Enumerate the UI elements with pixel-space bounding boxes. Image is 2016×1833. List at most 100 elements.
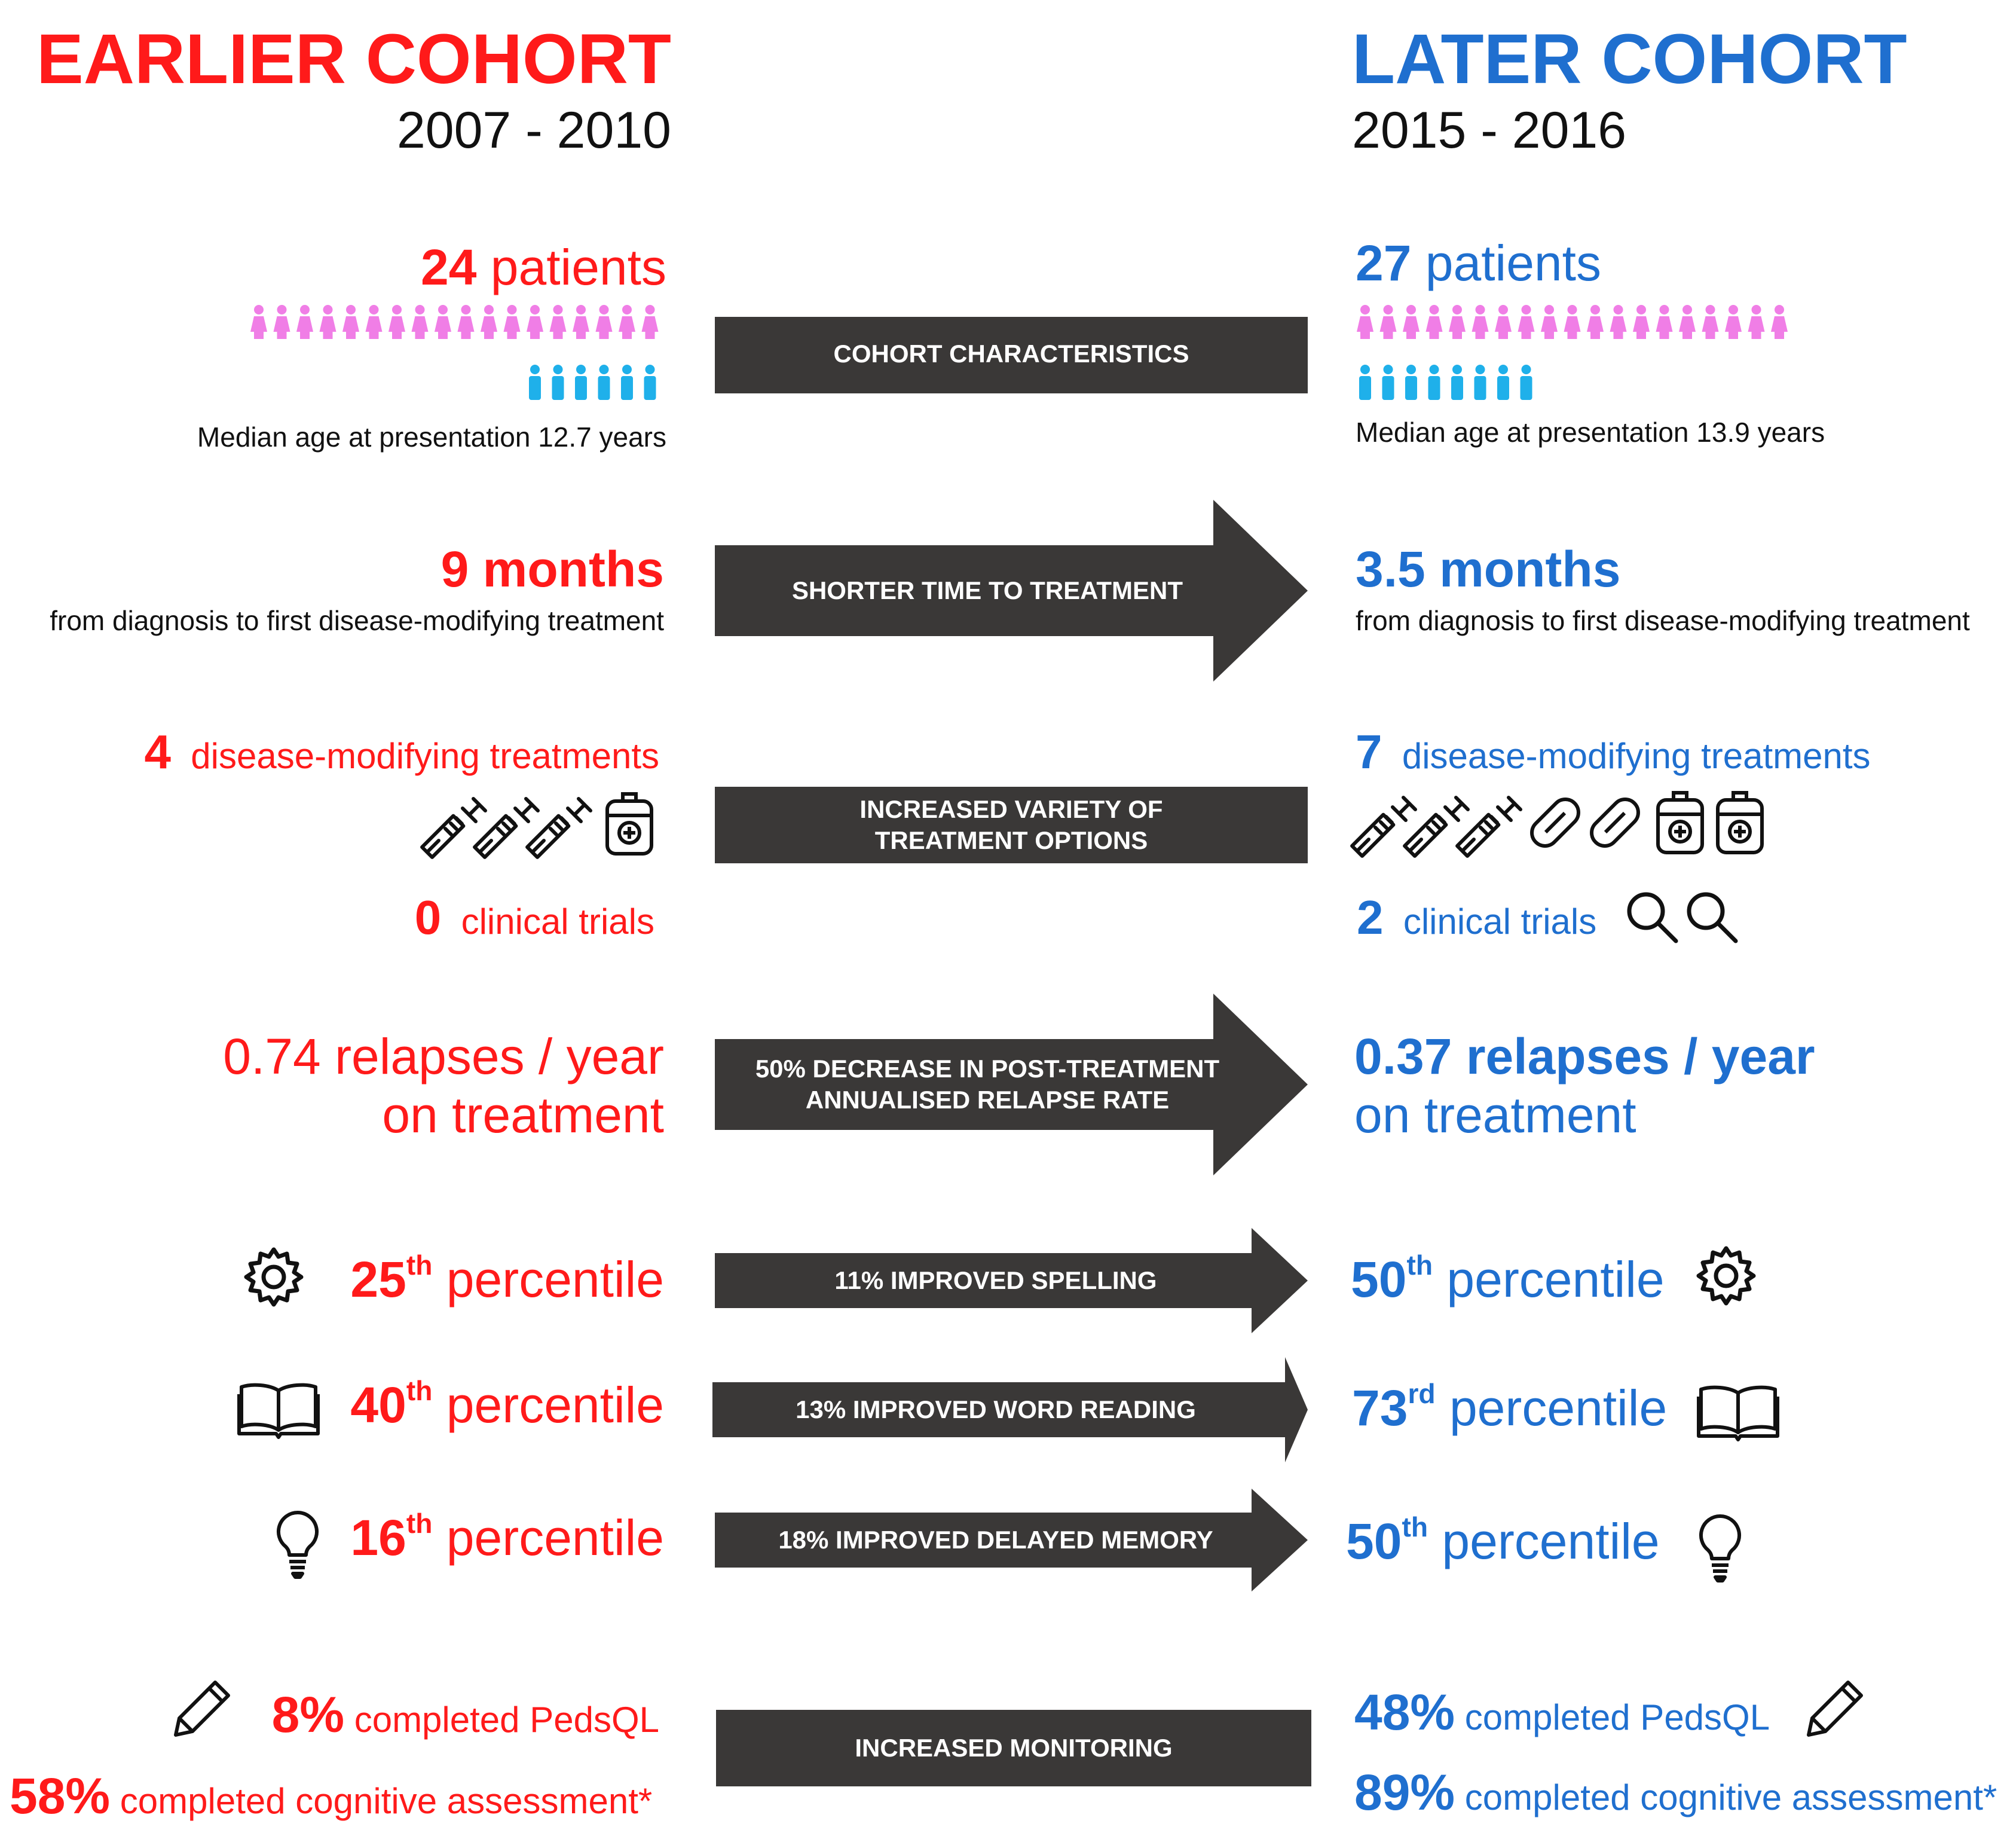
gear-icon <box>246 1250 301 1305</box>
female-patient-icon <box>1379 305 1397 339</box>
banner-variety-line2: TREATMENT OPTIONS <box>875 826 1148 854</box>
pencil-icon <box>176 1682 228 1735</box>
gear-icon <box>1699 1248 1754 1303</box>
female-patient-icon <box>1541 305 1558 339</box>
earlier-reading-percentile: 40th percentile <box>350 1377 664 1430</box>
earlier-pedsql-pct: 8% <box>271 1687 345 1743</box>
pencil-icon <box>1809 1682 1861 1735</box>
earlier-time-description: from diagnosis to first disease-modifyin… <box>50 605 664 636</box>
later-memory-number: 50 <box>1346 1513 1402 1569</box>
female-patient-icon <box>503 305 521 339</box>
male-patient-icon <box>1359 365 1371 400</box>
later-reading-ordinal: rd <box>1408 1378 1436 1410</box>
female-patient-icon <box>1587 305 1604 339</box>
female-patient-icon <box>1656 305 1673 339</box>
later-patients-number: 27 <box>1356 235 1412 291</box>
female-patient-icon <box>1633 305 1650 339</box>
female-patient-icon <box>619 305 635 339</box>
male-patient-icon <box>1497 365 1509 400</box>
male-patient-icon <box>575 365 587 400</box>
female-patient-icon <box>1564 305 1581 339</box>
banner-monitoring: INCREASED MONITORING <box>716 1710 1311 1786</box>
later-cohort-years: 2015 - 2016 <box>1352 102 1627 159</box>
earlier-patients-word: patients <box>490 239 666 295</box>
banner-spelling-label: 11% IMPROVED SPELLING <box>834 1266 1157 1294</box>
capsule-icon <box>1526 794 1584 851</box>
female-patient-icon <box>1425 305 1443 339</box>
earlier-spelling-word: percentile <box>446 1251 664 1307</box>
banner-relapse-rate: 50% DECREASE IN POST-TREATMENT ANNUALISE… <box>715 994 1308 1175</box>
female-patient-icon <box>641 305 659 339</box>
earlier-patients-number: 24 <box>421 239 477 295</box>
later-cognitive-text: completed cognitive assessment* <box>1464 1777 1997 1817</box>
male-patient-icon <box>1382 365 1394 400</box>
earlier-spelling-percentile: 25th percentile <box>350 1251 664 1307</box>
female-patient-icon <box>1495 305 1512 339</box>
female-patient-icon <box>457 305 475 339</box>
later-pedsql: 48% completed PedsQL <box>1354 1687 1770 1737</box>
male-patient-icon <box>1520 365 1532 400</box>
male-patient-icon <box>1428 365 1440 400</box>
banner-time-to-treatment: SHORTER TIME TO TREATMENT <box>715 500 1308 682</box>
earlier-patients-count: 24 patients <box>421 242 666 292</box>
banner-relapse-line1: 50% DECREASE IN POST-TREATMENT <box>755 1055 1220 1083</box>
earlier-memory-number: 16 <box>350 1510 406 1566</box>
female-patient-icon <box>1357 305 1373 339</box>
earlier-cognitive-pct: 58% <box>10 1768 111 1824</box>
earlier-male-patients <box>529 365 656 400</box>
banner-word-reading: 13% IMPROVED WORD READING <box>712 1357 1308 1462</box>
infusion-bag-icon <box>1658 793 1702 853</box>
later-male-patients <box>1359 365 1532 400</box>
earlier-treatment-icons <box>422 794 651 857</box>
female-patient-icon <box>1679 305 1696 339</box>
female-patient-icon <box>527 305 543 339</box>
male-patient-icon <box>552 365 564 400</box>
later-patients-count: 27 patients <box>1356 238 1601 288</box>
banner-cohort-label: COHORT CHARACTERISTICS <box>834 340 1189 368</box>
banner-treatment-variety: INCREASED VARIETY OF TREATMENT OPTIONS <box>715 787 1308 863</box>
later-reading-word: percentile <box>1449 1380 1668 1436</box>
later-reading-percentile: 73rd percentile <box>1352 1380 1668 1436</box>
female-patient-icon <box>481 305 497 339</box>
later-memory-word: percentile <box>1442 1513 1660 1569</box>
earlier-pedsql-text: completed PedsQL <box>354 1700 659 1740</box>
earlier-cohort-title: EARLIER COHORT <box>36 20 671 99</box>
banner-monitoring-label: INCREASED MONITORING <box>855 1734 1172 1762</box>
earlier-time-text: 9 months <box>440 541 664 597</box>
banner-cohort-characteristics: COHORT CHARACTERISTICS <box>715 317 1308 393</box>
later-female-patients <box>1357 305 1788 339</box>
earlier-memory-ordinal: th <box>406 1508 433 1539</box>
later-trials: 2 clinical trials <box>1357 894 1596 942</box>
later-memory-ordinal: th <box>1402 1511 1428 1543</box>
later-time-text: 3.5 months <box>1356 541 1621 597</box>
earlier-cognitive: 58% completed cognitive assessment* <box>10 1771 652 1821</box>
female-patient-icon <box>250 305 267 339</box>
earlier-spelling-ordinal: th <box>406 1250 433 1281</box>
magnifier-icon <box>1629 894 1676 941</box>
later-dmt-count: 7 disease-modifying treatments <box>1356 728 1871 776</box>
banner-spelling: 11% IMPROVED SPELLING <box>715 1228 1308 1333</box>
capsule-icon <box>1586 794 1644 851</box>
female-patient-icon <box>1610 305 1627 339</box>
female-patient-icon <box>273 305 290 339</box>
later-dmt-text: disease-modifying treatments <box>1402 736 1871 776</box>
banner-delayed-memory: 18% IMPROVED DELAYED MEMORY <box>715 1489 1308 1591</box>
male-patient-icon <box>1474 365 1486 400</box>
later-spelling-percentile: 50th percentile <box>1351 1251 1665 1305</box>
earlier-relapse-line2: on treatment <box>382 1087 664 1144</box>
book-icon <box>1699 1388 1778 1440</box>
earlier-dmt-count: 4 disease-modifying treatments <box>144 728 659 776</box>
later-trials-text: clinical trials <box>1403 902 1597 942</box>
book-icon <box>239 1385 318 1437</box>
banner-variety-line1: INCREASED VARIETY OF <box>859 795 1163 823</box>
earlier-memory-percentile: 16th percentile <box>350 1510 664 1566</box>
female-patient-icon <box>1748 305 1765 339</box>
earlier-spelling-number: 25 <box>350 1251 406 1307</box>
female-patient-icon <box>388 305 405 339</box>
earlier-reading-ordinal: th <box>406 1375 433 1407</box>
female-patient-icon <box>1472 305 1489 339</box>
later-relapse-line2: on treatment <box>1354 1087 1636 1144</box>
